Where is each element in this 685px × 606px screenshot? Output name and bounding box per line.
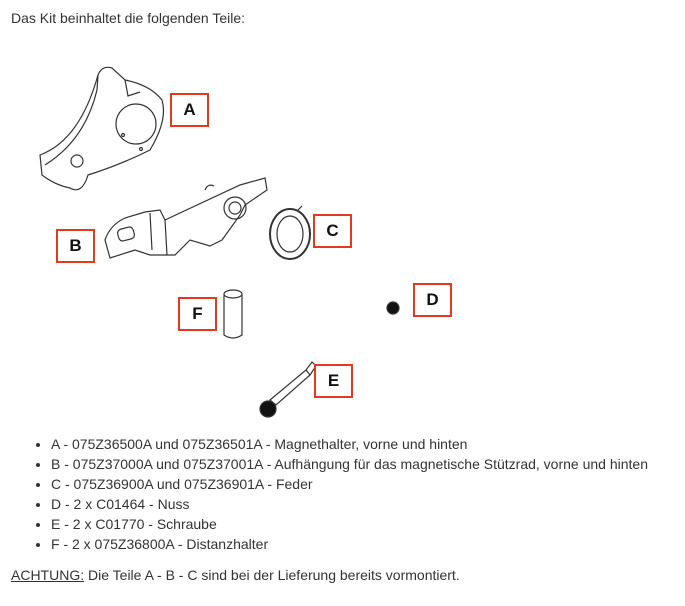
- list-item: C - 075Z36900A und 075Z36901A - Feder: [51, 474, 648, 494]
- list-item: B - 075Z37000A und 075Z37001A - Aufhängu…: [51, 454, 648, 474]
- list-item: D - 2 x C01464 - Nuss: [51, 494, 648, 514]
- label-a: A: [170, 93, 209, 127]
- part-f-spacer: [223, 289, 243, 339]
- parts-list: A - 075Z36500A und 075Z36501A - Magnetha…: [33, 434, 648, 554]
- label-e: E: [314, 364, 353, 398]
- list-item: A - 075Z36500A und 075Z36501A - Magnetha…: [51, 434, 648, 454]
- part-d-nut: [386, 301, 400, 315]
- intro-text: Das Kit beinhaltet die folgenden Teile:: [11, 10, 246, 26]
- label-b: B: [56, 229, 95, 263]
- label-f: F: [178, 297, 217, 331]
- part-c-spring: [269, 205, 311, 260]
- parts-diagram: [39, 66, 400, 418]
- warning-label: ACHTUNG:: [11, 567, 85, 583]
- warning-text: Die Teile A - B - C sind bei der Lieferu…: [84, 567, 460, 583]
- part-e-screw: [259, 361, 317, 418]
- part-b-suspension: [104, 177, 268, 259]
- warning-note: ACHTUNG: Die Teile A - B - C sind bei de…: [11, 567, 460, 583]
- list-item: E - 2 x C01770 - Schraube: [51, 514, 648, 534]
- part-a-magnet-holder: [39, 66, 165, 191]
- label-c: C: [313, 214, 352, 248]
- list-item: F - 2 x 075Z36800A - Distanzhalter: [51, 534, 648, 554]
- label-d: D: [413, 283, 452, 317]
